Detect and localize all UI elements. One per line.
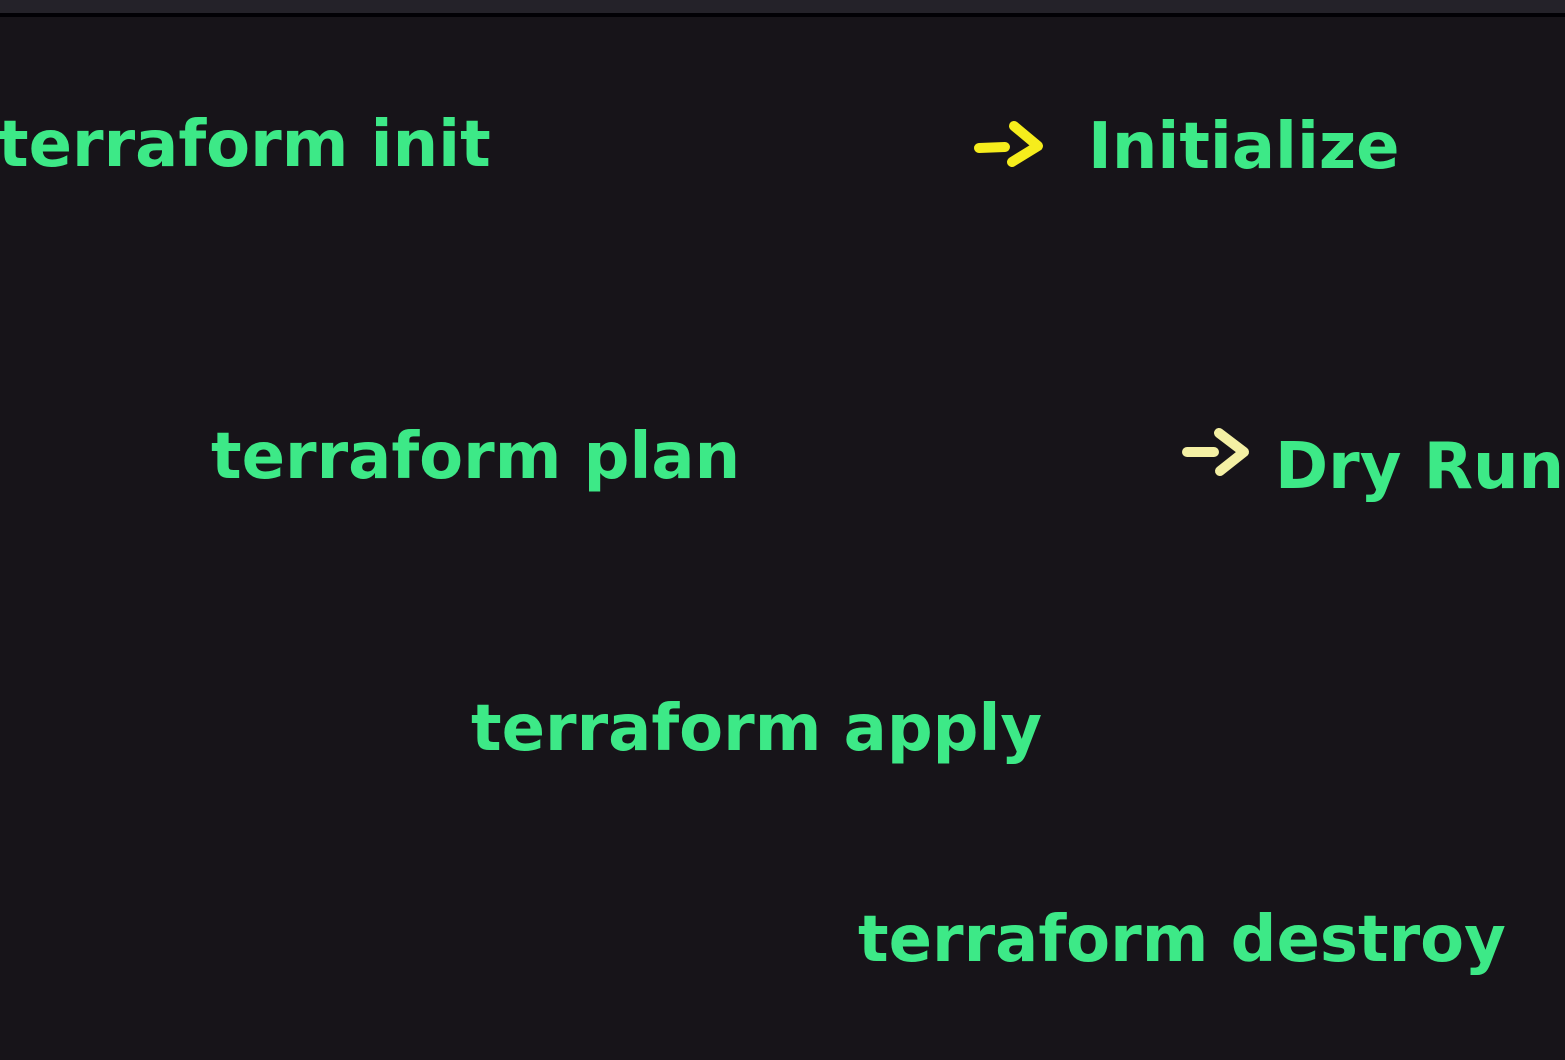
window-divider-line (0, 13, 1565, 17)
window-top-strip (0, 0, 1565, 13)
arrow-icon (974, 121, 1043, 167)
command-terraform-apply: terraform apply (471, 692, 1043, 766)
meaning-initialize: Initialize (1088, 110, 1400, 184)
command-terraform-destroy: terraform destroy (858, 903, 1506, 977)
meaning-dry-run: Dry Run (1275, 430, 1565, 504)
arrow-icon (1182, 428, 1249, 476)
command-terraform-plan: terraform plan (211, 420, 741, 494)
command-terraform-init: terraform init (0, 108, 491, 182)
